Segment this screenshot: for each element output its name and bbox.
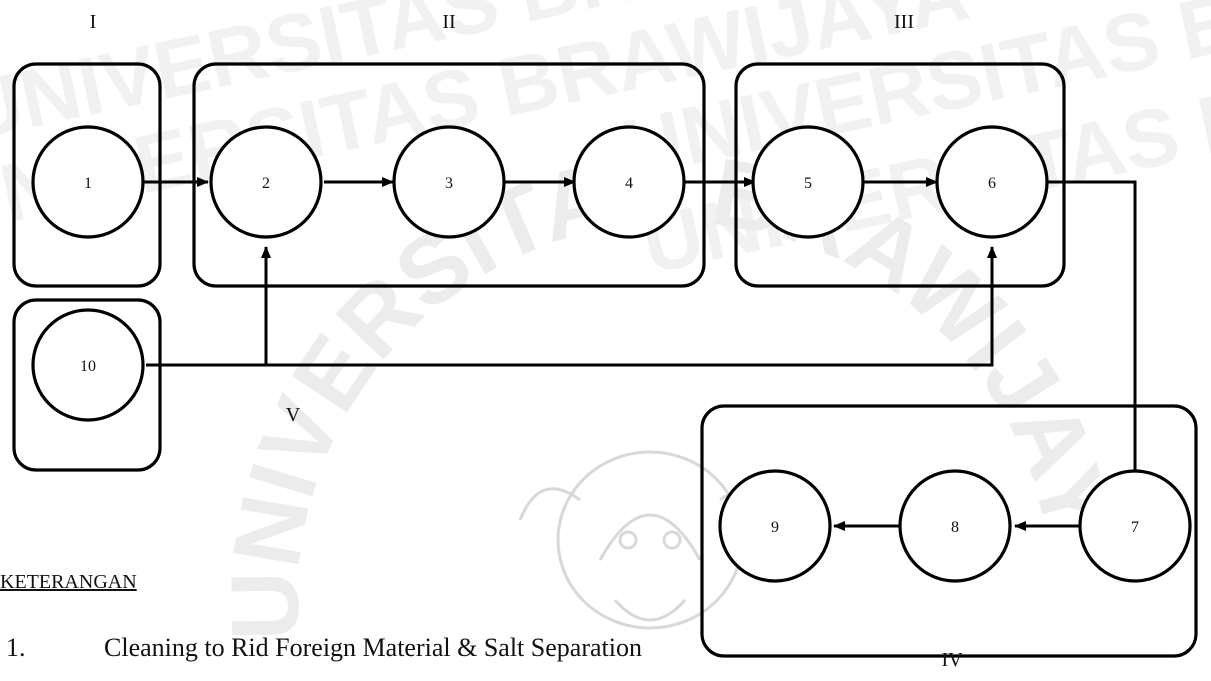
- node-7: 7: [1080, 471, 1190, 581]
- node-label: 7: [1131, 519, 1139, 536]
- node-1: 1: [33, 127, 143, 237]
- group-label-I: I: [90, 11, 97, 33]
- node-5: 5: [753, 127, 863, 237]
- node-2: 2: [211, 127, 321, 237]
- group-label-III: III: [894, 11, 914, 33]
- node-label: 9: [771, 519, 779, 536]
- node-3: 3: [394, 127, 504, 237]
- group-label-V: V: [286, 404, 301, 426]
- node-label: 5: [804, 175, 812, 192]
- node-6: 6: [937, 127, 1047, 237]
- legend-title: KETERANGAN: [0, 571, 137, 594]
- watermark: UNIVERSITAS BRAWIJAYA UNIVERSITAS BRAWIJ…: [0, 0, 1211, 641]
- node-4: 4: [574, 127, 684, 237]
- legend-item-number: 1.: [6, 633, 26, 663]
- node-label: 1: [84, 175, 92, 192]
- node-label: 4: [625, 175, 633, 192]
- legend-item-text: Cleaning to Rid Foreign Material & Salt …: [104, 633, 642, 663]
- node-label: 3: [445, 175, 453, 192]
- node-9: 9: [720, 471, 830, 581]
- group-label-II: II: [442, 11, 455, 33]
- node-10: 10: [33, 310, 143, 420]
- node-8: 8: [900, 471, 1010, 581]
- node-label: 8: [951, 519, 959, 536]
- group-label-IV: IV: [941, 649, 963, 671]
- node-label: 6: [988, 175, 996, 192]
- node-label: 2: [262, 175, 270, 192]
- node-label: 10: [80, 358, 96, 375]
